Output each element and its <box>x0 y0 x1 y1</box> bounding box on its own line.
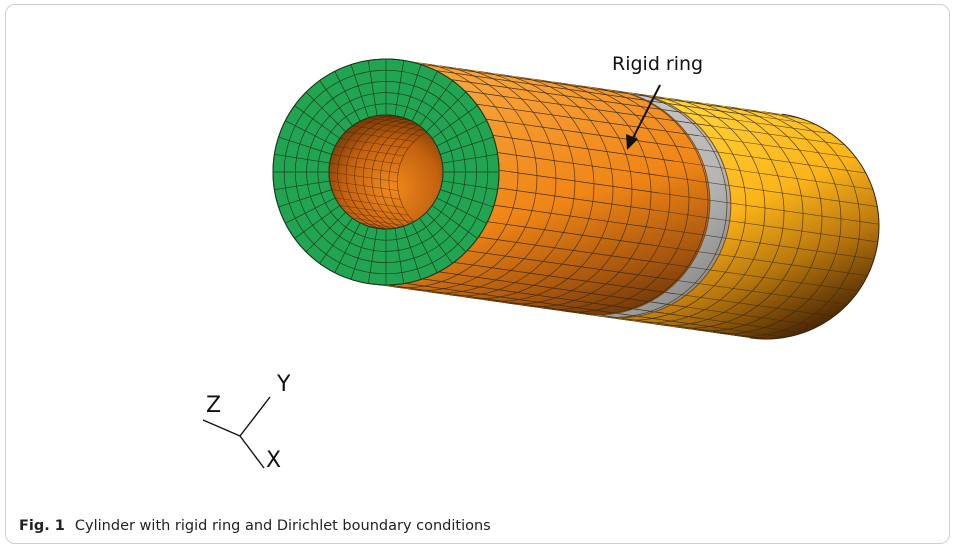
z-axis-label: Z <box>206 393 221 418</box>
y-axis-line <box>239 396 271 437</box>
y-axis-label: Y <box>276 372 291 397</box>
inner-bore <box>329 115 443 229</box>
rigid-ring-label: Rigid ring <box>612 53 703 75</box>
outer-surface-far <box>601 93 879 340</box>
x-axis-line <box>239 435 265 469</box>
rigid-ring-arrowhead <box>626 134 638 150</box>
axis-triad <box>202 396 271 469</box>
figure-caption-text: Cylinder with rigid ring and Dirichlet b… <box>74 518 491 534</box>
figure-caption: Fig. 1 Cylinder with rigid ring and Diric… <box>19 518 491 534</box>
z-axis-line <box>202 419 241 437</box>
rigid-ring-arrow <box>631 84 661 141</box>
x-axis-label: X <box>266 448 281 473</box>
cylinder-mesh-figure: Rigid ring Z Y X <box>202 53 880 473</box>
figure-label: Fig. 1 <box>19 518 65 534</box>
cylinder-body <box>272 58 880 340</box>
